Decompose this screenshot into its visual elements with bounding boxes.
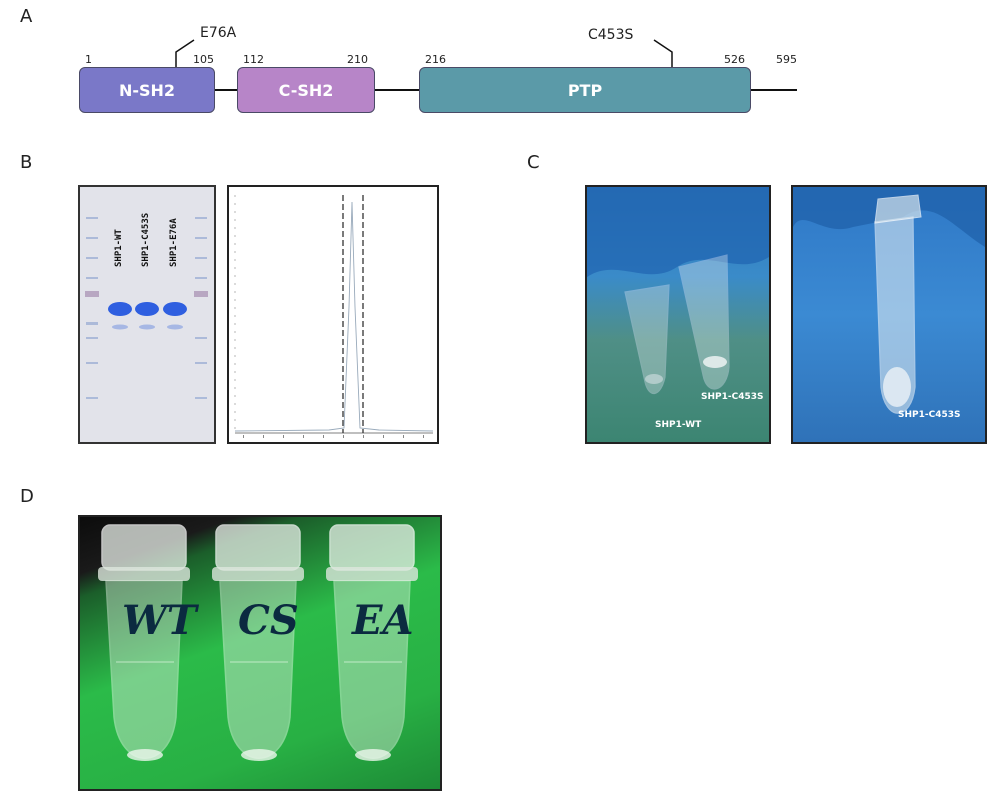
c453s-marker [653, 39, 673, 67]
photo-tubes-wt-cs-ea: WT CS EA [78, 515, 442, 791]
mutation-e76a-label: E76A [200, 25, 237, 41]
chromatogram-trace [234, 195, 434, 438]
pos-595: 595 [776, 53, 797, 66]
tube-illustration-c-right [793, 187, 985, 414]
handwritten-cs: CS [238, 597, 299, 644]
gel-lane-label-c453s: SHP1-C453S [141, 212, 151, 267]
pos-1: 1 [85, 53, 92, 66]
handwritten-ea: EA [352, 597, 414, 644]
sds-page-gel: SHP1-WT SHP1-C453S SHP1-E76A [78, 185, 216, 444]
chromatogram [227, 185, 439, 444]
pos-526: 526 [724, 53, 745, 66]
band-c453s [135, 302, 159, 316]
pos-105: 105 [193, 53, 214, 66]
tube-label-c453s-right: SHP1-C453S [898, 410, 961, 420]
gel-lane-label-e76a: SHP1-E76A [169, 218, 179, 267]
panel-label-b: B [20, 152, 33, 173]
pos-210: 210 [347, 53, 368, 66]
panel-label-a: A [20, 6, 33, 27]
tube-ea [326, 524, 418, 761]
tube-label-c453s: SHP1-C453S [701, 392, 764, 402]
panel-label-c: C [527, 152, 540, 173]
domain-c-sh2-label: C-SH2 [278, 80, 334, 100]
photo-tubes-wt-c453s: SHP1-C453S SHP1-WT [585, 185, 771, 444]
pos-216: 216 [425, 53, 446, 66]
pos-112: 112 [243, 53, 264, 66]
photo-tube-c453s: SHP1-C453S [791, 185, 987, 444]
domain-ptp-label: PTP [567, 80, 603, 100]
tube-cs [212, 524, 304, 761]
handwritten-wt: WT [122, 597, 197, 644]
domain-c-sh2: C-SH2 [237, 67, 375, 113]
domain-n-sh2: N-SH2 [79, 67, 215, 113]
domain-ptp: PTP [419, 67, 751, 113]
gel-bands [85, 217, 208, 399]
tubes-illustration-d [98, 524, 418, 761]
tubes-illustration-c-left [587, 187, 769, 394]
tube-label-wt: SHP1-WT [655, 420, 702, 430]
band-e76a [163, 302, 187, 316]
domain-n-sh2-label: N-SH2 [118, 80, 176, 100]
e76a-marker [175, 39, 195, 67]
tube-wt [98, 524, 190, 761]
gel-lane-label-wt: SHP1-WT [114, 229, 124, 267]
mutation-c453s-label: C453S [588, 27, 634, 43]
domain-map-lines [175, 39, 797, 91]
band-wt [108, 302, 132, 316]
panel-label-d: D [20, 486, 34, 507]
